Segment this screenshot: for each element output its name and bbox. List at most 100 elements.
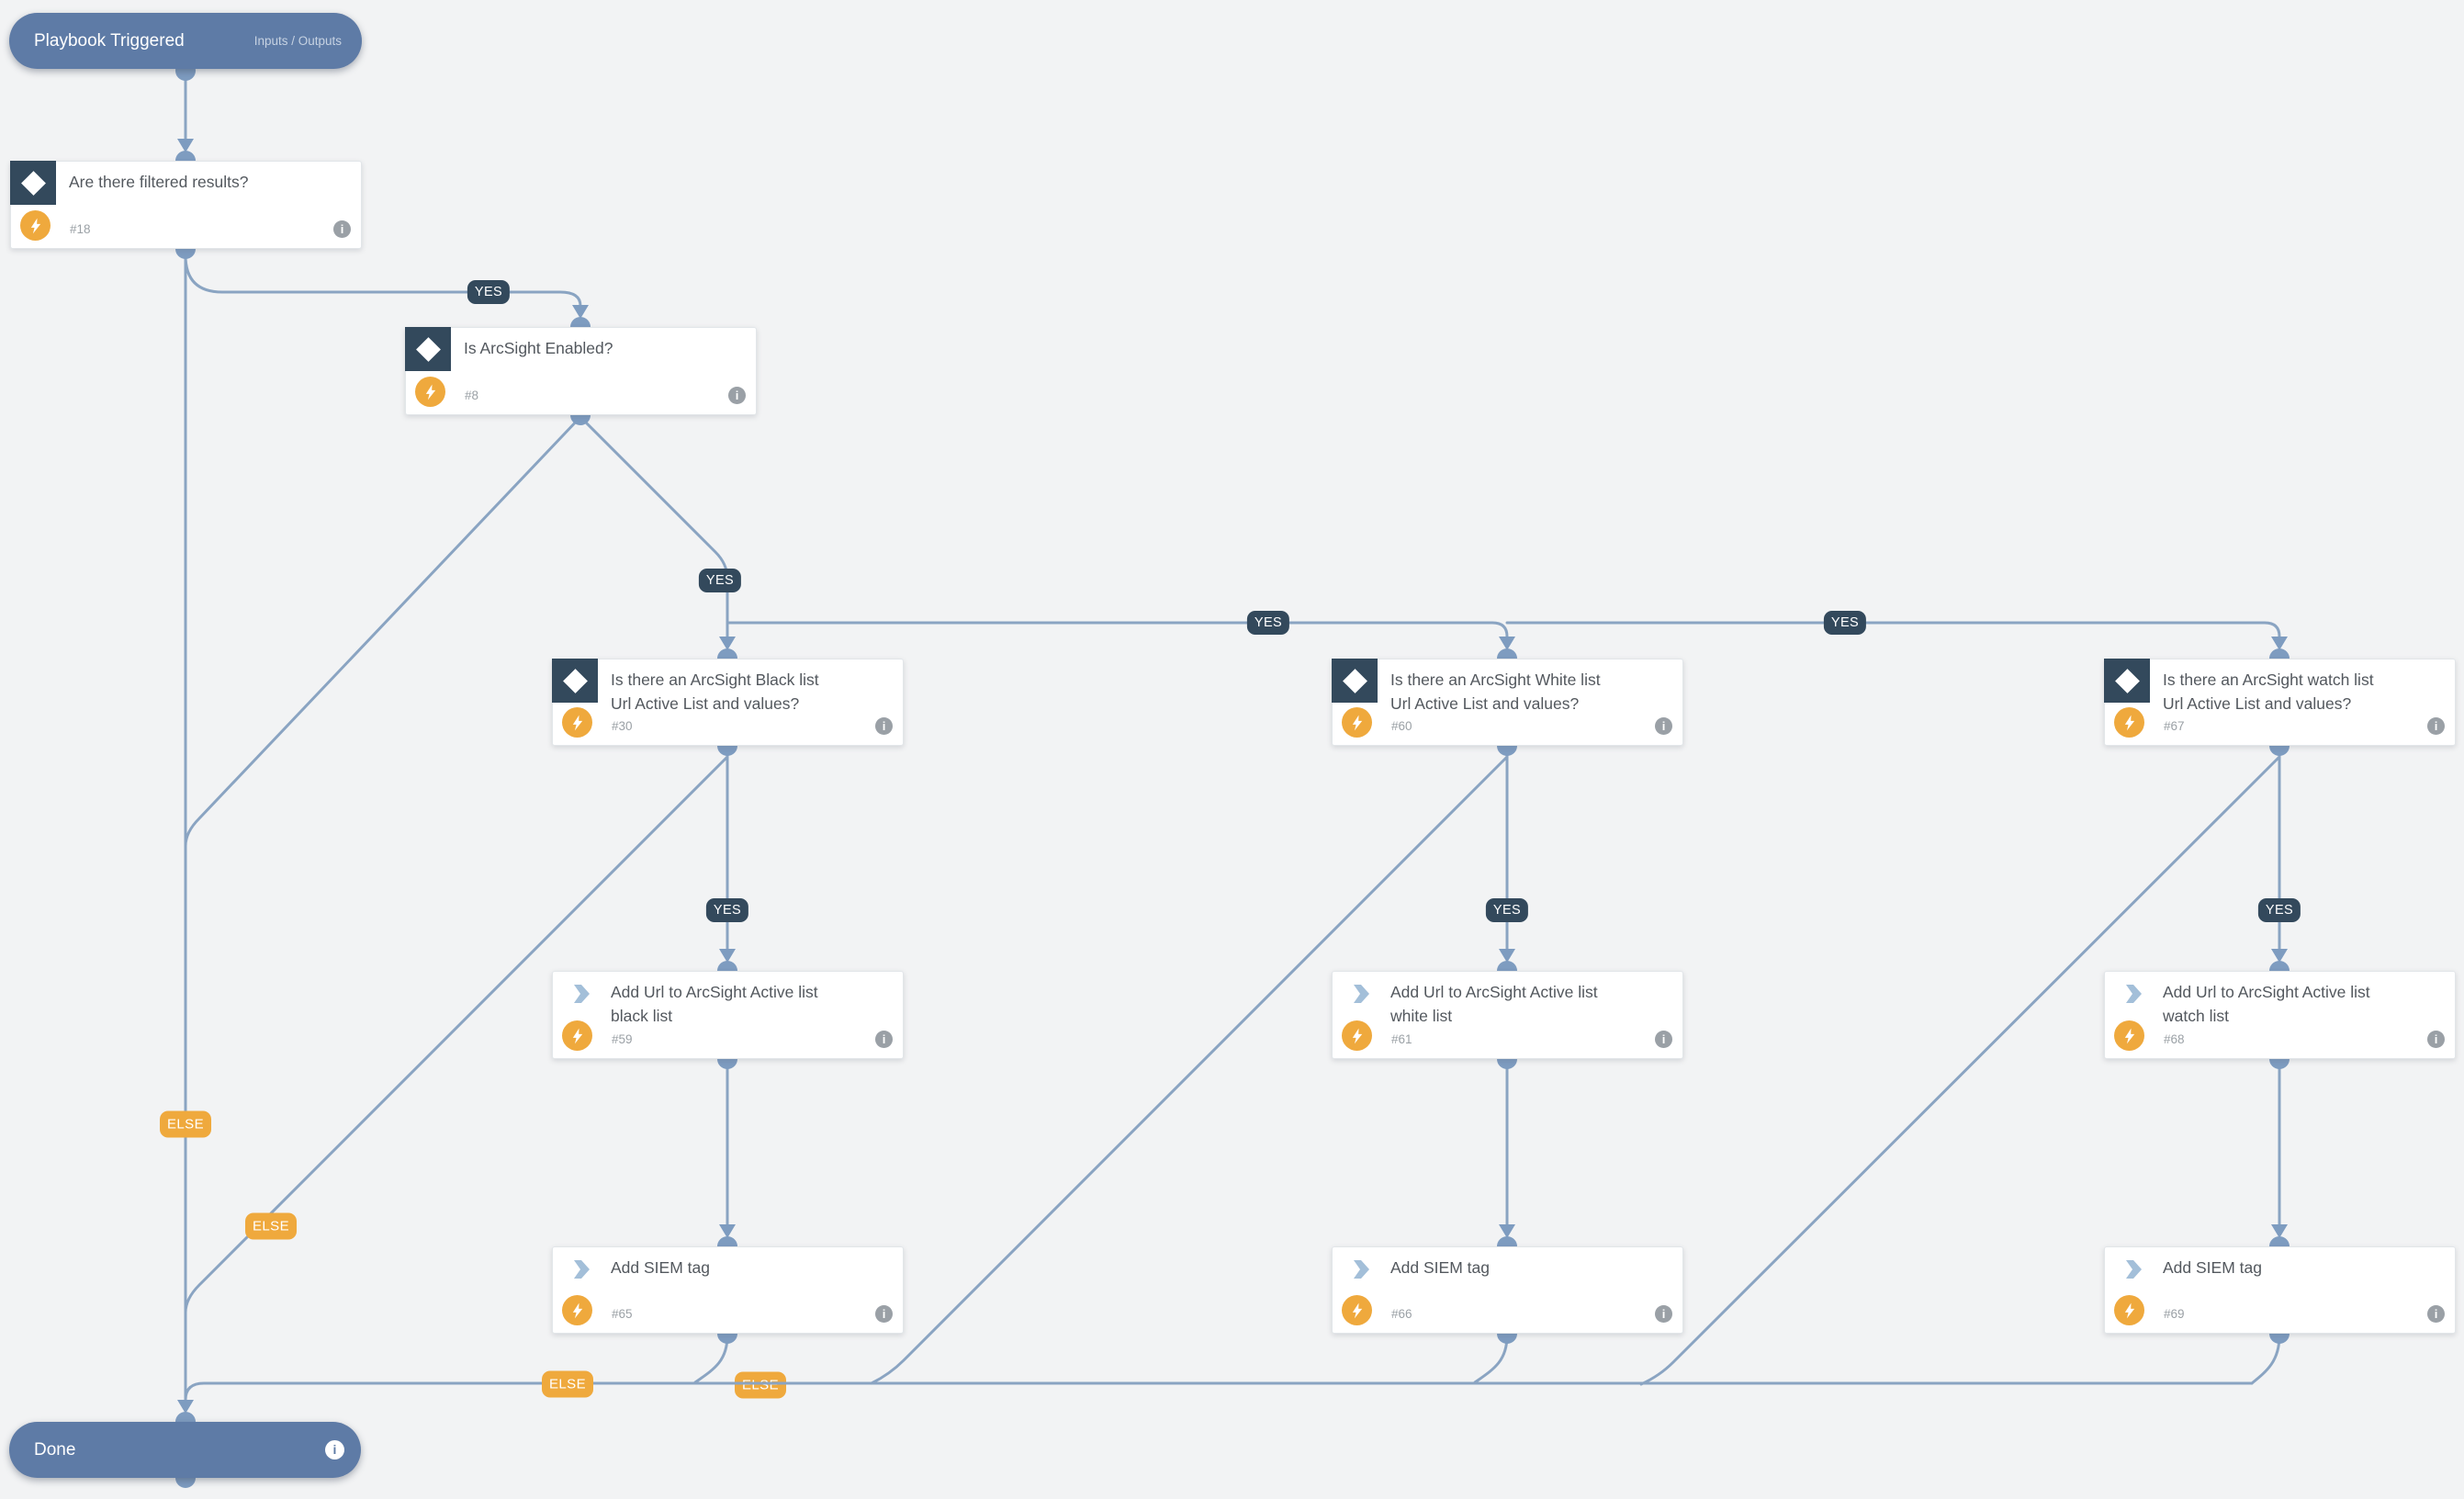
condition-card-8[interactable]: Is ArcSight Enabled? #8 i bbox=[405, 327, 757, 415]
done-info-icon[interactable]: i bbox=[325, 1440, 344, 1460]
start-node-title: Playbook Triggered bbox=[34, 31, 185, 51]
edge-arrowhead bbox=[177, 139, 194, 152]
task-title-line: Are there filtered results? bbox=[69, 170, 348, 194]
task-id: #60 bbox=[1391, 719, 1412, 733]
info-icon[interactable]: i bbox=[2427, 1031, 2445, 1048]
info-icon[interactable]: i bbox=[728, 387, 746, 404]
task-title-line: Url Active List and values? bbox=[611, 692, 890, 716]
info-icon[interactable]: i bbox=[2427, 717, 2445, 735]
condition-icon bbox=[1332, 659, 1378, 703]
task-title-line: Is there an ArcSight Black list bbox=[611, 668, 890, 692]
condition-card-60[interactable]: Is there an ArcSight White listUrl Activ… bbox=[1332, 659, 1683, 746]
automation-bolt-icon bbox=[562, 1295, 592, 1325]
automation-bolt-icon bbox=[2114, 1295, 2144, 1325]
task-title-line: Url Active List and values? bbox=[2163, 692, 2442, 716]
task-title-line: Add SIEM tag bbox=[611, 1256, 890, 1279]
edge-label-yes-0: YES bbox=[467, 280, 510, 304]
condition-card-30[interactable]: Is there an ArcSight Black listUrl Activ… bbox=[552, 659, 904, 746]
edge-label-else-8: ELSE bbox=[245, 1213, 297, 1240]
info-icon[interactable]: i bbox=[333, 220, 351, 238]
edge-label-yes-5: YES bbox=[1486, 898, 1528, 922]
automation-bolt-icon bbox=[1342, 1295, 1372, 1325]
diamond-icon bbox=[416, 337, 441, 362]
edge-arrowhead bbox=[719, 1224, 736, 1238]
condition-card-67[interactable]: Is there an ArcSight watch listUrl Activ… bbox=[2104, 659, 2456, 746]
diamond-icon bbox=[21, 171, 46, 196]
edge-label-yes-1: YES bbox=[699, 569, 741, 592]
action-card-65[interactable]: Add SIEM tag #65 i bbox=[552, 1246, 904, 1334]
info-icon[interactable]: i bbox=[1655, 717, 1672, 735]
task-id: #65 bbox=[612, 1307, 633, 1321]
inputs-outputs-link[interactable]: Inputs / Outputs bbox=[254, 34, 342, 48]
edge-arrowhead bbox=[572, 305, 589, 319]
task-title-line: watch list bbox=[2163, 1004, 2442, 1028]
action-card-69[interactable]: Add SIEM tag #69 i bbox=[2104, 1246, 2456, 1334]
chevron-icon bbox=[2123, 984, 2143, 1004]
edge-arrowhead bbox=[2271, 637, 2288, 650]
task-title: Add SIEM tag bbox=[611, 1256, 890, 1279]
task-title-line: Is ArcSight Enabled? bbox=[464, 336, 743, 360]
edge-path-6 bbox=[186, 417, 580, 846]
task-title-line: Add Url to ArcSight Active list bbox=[2163, 980, 2442, 1004]
chevron-icon bbox=[1351, 984, 1371, 1004]
task-title: Add SIEM tag bbox=[1390, 1256, 1670, 1279]
condition-icon bbox=[552, 659, 598, 703]
condition-card-18[interactable]: Are there filtered results? #18 i bbox=[10, 161, 362, 249]
info-icon[interactable]: i bbox=[875, 1031, 893, 1048]
diamond-icon bbox=[2115, 669, 2140, 693]
task-id: #61 bbox=[1391, 1032, 1412, 1046]
task-title-line: Is there an ArcSight White list bbox=[1390, 668, 1670, 692]
automation-bolt-icon bbox=[562, 707, 592, 738]
edge-arrowhead bbox=[1499, 949, 1515, 963]
task-id: #66 bbox=[1391, 1307, 1412, 1321]
automation-bolt-icon bbox=[562, 1020, 592, 1051]
task-title-line: Add Url to ArcSight Active list bbox=[1390, 980, 1670, 1004]
edge-label-yes-4: YES bbox=[706, 898, 748, 922]
action-card-61[interactable]: Add Url to ArcSight Active listwhite lis… bbox=[1332, 971, 1683, 1059]
chevron-icon bbox=[1351, 1259, 1371, 1279]
edge-label-yes-2: YES bbox=[1247, 611, 1289, 635]
action-card-59[interactable]: Add Url to ArcSight Active listblack lis… bbox=[552, 971, 904, 1059]
diamond-icon bbox=[563, 669, 588, 693]
info-icon[interactable]: i bbox=[1655, 1031, 1672, 1048]
task-title: Is ArcSight Enabled? bbox=[464, 336, 743, 360]
info-icon[interactable]: i bbox=[875, 717, 893, 735]
task-title-line: Is there an ArcSight watch list bbox=[2163, 668, 2442, 692]
edge-arrowhead bbox=[719, 637, 736, 650]
action-card-68[interactable]: Add Url to ArcSight Active listwatch lis… bbox=[2104, 971, 2456, 1059]
info-icon[interactable]: i bbox=[1655, 1305, 1672, 1323]
start-node-playbook-triggered[interactable]: Playbook Triggered Inputs / Outputs bbox=[9, 13, 362, 69]
edge-arrowhead bbox=[719, 949, 736, 963]
task-title: Is there an ArcSight watch listUrl Activ… bbox=[2163, 668, 2442, 716]
task-title: Add Url to ArcSight Active listwhite lis… bbox=[1390, 980, 1670, 1028]
chevron-icon bbox=[571, 984, 591, 1004]
end-node-title: Done bbox=[34, 1440, 75, 1460]
edge-arrowhead bbox=[1499, 637, 1515, 650]
automation-bolt-icon bbox=[1342, 1020, 1372, 1051]
task-title: Add Url to ArcSight Active listblack lis… bbox=[611, 980, 890, 1028]
edge-path-16 bbox=[186, 1383, 2252, 1400]
task-title: Is there an ArcSight White listUrl Activ… bbox=[1390, 668, 1670, 716]
edge-path-5 bbox=[1507, 623, 2279, 637]
task-title-line: white list bbox=[1390, 1004, 1670, 1028]
edge-path-3 bbox=[580, 417, 727, 637]
task-id: #68 bbox=[2164, 1032, 2185, 1046]
task-id: #30 bbox=[612, 719, 633, 733]
edge-path-4 bbox=[727, 623, 1507, 637]
info-icon[interactable]: i bbox=[875, 1305, 893, 1323]
info-icon[interactable]: i bbox=[2427, 1305, 2445, 1323]
edge-arrowhead bbox=[2271, 949, 2288, 963]
end-node-done[interactable]: Done i bbox=[9, 1422, 361, 1478]
automation-bolt-icon bbox=[2114, 1020, 2144, 1051]
condition-icon bbox=[405, 327, 451, 371]
condition-icon bbox=[2104, 659, 2150, 703]
task-id: #8 bbox=[465, 389, 478, 402]
action-card-66[interactable]: Add SIEM tag #66 i bbox=[1332, 1246, 1683, 1334]
task-id: #67 bbox=[2164, 719, 2185, 733]
task-title: Are there filtered results? bbox=[69, 170, 348, 194]
task-title: Add Url to ArcSight Active listwatch lis… bbox=[2163, 980, 2442, 1028]
edge-arrowhead bbox=[177, 1400, 194, 1414]
condition-icon bbox=[10, 161, 56, 205]
